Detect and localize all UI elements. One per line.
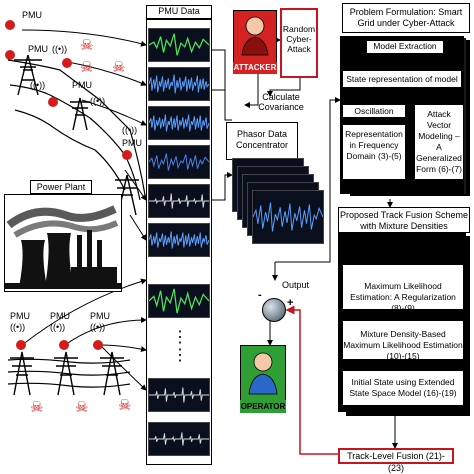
pmu-dot-icon (16, 340, 26, 350)
power-plant-label: Power Plant (30, 180, 92, 194)
attacker-panel (233, 10, 277, 70)
pmu-dot-icon (122, 150, 132, 160)
pmu-signal-waveform (148, 378, 210, 412)
skull-crossbones-icon: ☠ (80, 37, 94, 54)
output-arrows (267, 97, 341, 346)
skull-crossbones-icon: ☠ (118, 397, 132, 414)
signal-icon: ((•)) (50, 322, 66, 332)
signal-icon: ((•)) (122, 125, 138, 135)
frequency-domain-box: Representation in Frequency Domain (3)-(… (342, 124, 406, 180)
calculate-covariance-label: Calculate Covariance (258, 92, 304, 112)
signal-icon: ((•)) (90, 96, 106, 106)
signal-icon: ((•)) (90, 322, 106, 332)
problem-formulation-title: Problem Formulation: Smart Grid under Cy… (342, 3, 470, 33)
transmission-tower-icon (54, 351, 78, 396)
summing-junction-icon (262, 298, 286, 322)
state-representation-box: State representation of model (1)-(2) (342, 70, 462, 100)
more-signals-ellipsis: ⋮ (172, 347, 188, 364)
pmu-label: PMU (122, 138, 142, 148)
pmu-signal-waveform (148, 284, 210, 318)
feedback-loop (285, 305, 370, 455)
pmu-dot-icon (5, 50, 15, 60)
transmission-tower-icon (10, 351, 34, 396)
pmu-label: PMU (50, 311, 70, 321)
pdc-signal-waveform (252, 190, 324, 244)
pmu-signal-waveform (148, 184, 210, 218)
pmu-connectors (21, 29, 147, 391)
pmu-data-title: PMU Data (146, 5, 212, 19)
pmu-signal-waveform (148, 422, 210, 456)
pmu-label: PMU (22, 10, 42, 20)
data-to-pdc (212, 49, 233, 201)
mle-regularization-box: Maximum Likelihood Estimation: A Regular… (342, 264, 464, 313)
pmu-dot-icon (62, 58, 72, 68)
attack-vector-box: Attack Vector Modeling – A Generalized F… (414, 104, 464, 180)
signal-icon: ((•)) (30, 80, 46, 90)
pmu-dot-icon (93, 340, 103, 350)
initial-state-box: Initial State using Extended State Space… (342, 370, 464, 406)
transmission-tower-icon (115, 174, 139, 216)
pmu-dot-icon (48, 97, 58, 107)
oscillation-model-title: Oscillation Model (342, 104, 406, 128)
pmu-signal-waveform (148, 223, 210, 257)
attacker-person-icon (241, 16, 269, 56)
track-level-fusion-box: Track-Level Fusion (21)-(23) (338, 448, 454, 473)
pmu-signal-waveform (148, 28, 210, 62)
mixture-mle-box: Mixture Density-Based Maximum Likelihood… (342, 320, 464, 361)
skull-crossbones-icon: ☠ (75, 399, 89, 416)
factory-icon (5, 205, 121, 289)
pmu-dot-icon (5, 20, 15, 30)
model-extraction-title: Model Extraction (366, 40, 444, 54)
attacker-label: ATTACKER (233, 62, 277, 74)
pmu-signal-waveform (148, 145, 210, 179)
pmu-signal-waveform (148, 106, 210, 140)
pmu-label: PMU (28, 44, 48, 54)
pdc-title: Phasor Data Concentrator (226, 122, 298, 160)
skull-crossbones-icon: ☠ (80, 59, 94, 76)
skull-crossbones-icon: ☠ (30, 399, 44, 416)
transmission-tower-icon (100, 351, 124, 396)
operator-label: OPERATOR (240, 400, 286, 413)
fusion-scheme-title: Proposed Track Fusion Scheme with Mixtur… (338, 207, 470, 233)
upper-power-lines (7, 59, 146, 201)
pdc-stack (232, 158, 326, 262)
pmu-signal-waveform (148, 67, 210, 101)
plus-sign: + (287, 297, 294, 309)
pmu-dot-icon (59, 340, 69, 350)
transmission-tower-icon (70, 97, 90, 131)
power-plant-panel (4, 194, 122, 292)
pmu-label: PMU (10, 311, 30, 321)
operator-person-icon (248, 352, 278, 395)
minus-sign: - (258, 289, 262, 301)
pmu-label: PMU (90, 311, 110, 321)
output-label: Output (282, 280, 310, 290)
skull-crossbones-icon: ☠ (112, 59, 126, 76)
more-signals-ellipsis: ⋮ (172, 329, 188, 346)
signal-icon: ((•)) (52, 44, 68, 54)
signal-icon: ((•)) (10, 322, 26, 332)
random-cyber-attack-box: Random Cyber-Attack (280, 8, 318, 78)
pmu-label: PMU (72, 80, 92, 90)
transmission-tower-icon (14, 54, 42, 96)
